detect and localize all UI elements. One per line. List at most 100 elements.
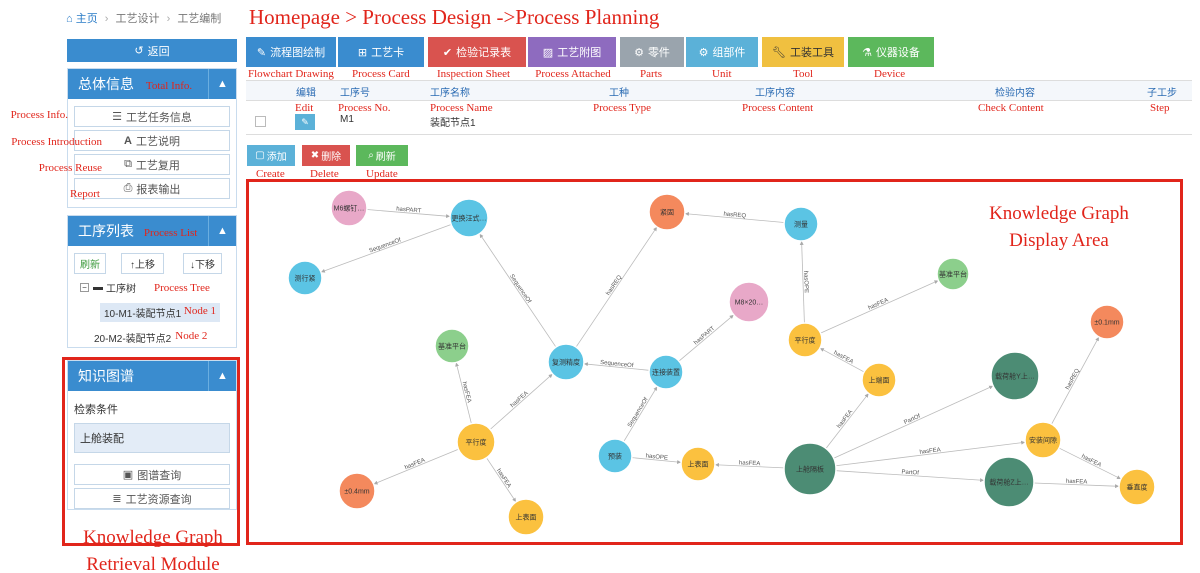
- home-icon[interactable]: ⌂: [66, 13, 73, 25]
- graph-node[interactable]: [547, 343, 585, 381]
- panel-general-en: Total Info.: [145, 80, 193, 92]
- graph-edge: [799, 240, 805, 324]
- gear-icon: ⚙: [634, 46, 644, 59]
- graph-edge-label: hasFEA: [867, 297, 889, 311]
- toolbar-tool-button[interactable]: 🔧︎工装工具: [762, 37, 844, 67]
- annotation-process-introduction: Process Introduction: [11, 136, 102, 148]
- graph-node[interactable]: [434, 328, 470, 364]
- toolbar-attached-drawing-button[interactable]: ▨工艺附图: [528, 37, 616, 67]
- graph-edge: [835, 440, 1026, 467]
- graph-edge-label: hasFEA: [739, 460, 761, 467]
- graph-node[interactable]: [456, 422, 496, 462]
- move-down-button[interactable]: ↓下移: [183, 253, 222, 274]
- collapse-icon[interactable]: ▲: [208, 216, 236, 246]
- annotation-process-reuse: Process Reuse: [38, 162, 102, 174]
- annotation-step: Step: [1150, 102, 1170, 114]
- graph-edge: [486, 457, 517, 503]
- th-edit: 编辑: [296, 88, 316, 99]
- annotation-process-info: Process Info.: [10, 109, 68, 121]
- graph-node[interactable]: [338, 472, 376, 510]
- delete-button[interactable]: ✖删除: [302, 145, 350, 166]
- graph-node[interactable]: [861, 362, 897, 398]
- graph-node[interactable]: [983, 456, 1035, 508]
- graph-node-label: 复测精度: [552, 358, 580, 367]
- collapse-icon[interactable]: ▲: [208, 361, 236, 391]
- search-condition-input[interactable]: 上舱装配: [74, 423, 230, 453]
- graph-node[interactable]: [990, 351, 1040, 401]
- breadcrumb-separator: ›: [104, 13, 109, 25]
- graph-query-button[interactable]: ▣图谱查询: [74, 464, 230, 485]
- refresh-list-button[interactable]: 刷新: [74, 253, 106, 274]
- back-label: 返回: [147, 45, 170, 58]
- graph-edge-label: hasPART: [396, 206, 422, 214]
- graph-node[interactable]: [1089, 304, 1125, 340]
- graph-node[interactable]: [330, 189, 368, 227]
- toolbar-flowchart-button[interactable]: ✎流程图绘制: [246, 37, 336, 67]
- graph-edge-label: hasFEA: [836, 409, 854, 430]
- graph-node[interactable]: [1118, 468, 1156, 506]
- process-reuse-button[interactable]: ⧉工艺复用: [74, 154, 230, 175]
- toolbar-parts-button[interactable]: ⚙零件: [620, 37, 684, 67]
- collapse-icon[interactable]: ▲: [208, 69, 236, 99]
- graph-edge: [479, 233, 557, 348]
- row-checkbox[interactable]: [255, 116, 266, 127]
- toolbar-unit-button[interactable]: ⚙组部件: [686, 37, 758, 67]
- graph-node-label: 测行紧: [295, 274, 316, 283]
- panel-process-list-header[interactable]: 工序列表 Process List ▲: [68, 216, 236, 246]
- graph-node[interactable]: [680, 446, 716, 482]
- table-header-row: [246, 81, 1192, 101]
- panel-kg-header[interactable]: 知识图谱 ▲: [68, 361, 236, 391]
- graph-node-label: 载荷舱Y上…: [995, 372, 1035, 381]
- tree-node-1[interactable]: 10-M1-装配节点1 Node 1: [100, 303, 220, 322]
- graph-node[interactable]: [728, 281, 770, 323]
- th-process-no: 工序号: [340, 88, 370, 99]
- move-up-button[interactable]: ↑上移: [121, 253, 164, 274]
- toolbar-process-card-button[interactable]: ⊞工艺卡: [338, 37, 424, 67]
- breadcrumb-process-design[interactable]: 工艺设计: [115, 13, 160, 25]
- graph-edge-label: hasFEA: [495, 468, 512, 489]
- panel-general-header[interactable]: 总体信息 Total Info. ▲: [68, 69, 236, 99]
- graph-node-label: 上表面: [688, 460, 709, 469]
- annotation-update: Update: [366, 168, 398, 180]
- graph-node[interactable]: [507, 498, 545, 536]
- graph-edge-label: hasREQ: [1065, 368, 1081, 391]
- database-icon: ≣: [112, 493, 122, 505]
- graph-node[interactable]: [449, 198, 489, 238]
- graph-node-label: 上舱隔板: [796, 465, 824, 474]
- graph-edge: [575, 226, 658, 348]
- tree-collapse-icon[interactable]: −: [80, 283, 89, 292]
- graph-node-label: 更换汪式…: [452, 214, 487, 223]
- graph-edge-label: hasFEA: [510, 390, 530, 409]
- graph-node[interactable]: [648, 193, 686, 231]
- resource-query-button[interactable]: ≣工艺资源查询: [74, 488, 230, 509]
- back-button[interactable]: ↺ 返回: [67, 39, 237, 62]
- process-info-button[interactable]: ☰工艺任务信息: [74, 106, 230, 127]
- graph-edge: [684, 211, 785, 223]
- toolbar-inspection-button[interactable]: ✔检验记录表: [428, 37, 526, 67]
- table-row[interactable]: [246, 101, 1192, 135]
- create-button[interactable]: ▢添加: [247, 145, 295, 166]
- graph-node[interactable]: [783, 442, 837, 496]
- graph-node[interactable]: [783, 206, 819, 242]
- tree-root[interactable]: − ▬ 工序树 Process Tree: [68, 278, 236, 297]
- annotation-process-type: Process Type: [593, 102, 651, 114]
- row-edit-button[interactable]: ✎: [295, 114, 315, 130]
- down-arrow-icon: ↓: [190, 260, 195, 271]
- graph-node[interactable]: [1024, 421, 1062, 459]
- report-button[interactable]: ⎙报表输出: [74, 178, 230, 199]
- tree-node-2[interactable]: 20-M2-装配节点2 Node 2: [90, 328, 236, 347]
- breadcrumb-home[interactable]: 主页: [75, 13, 98, 25]
- graph-node-label: ±0.4mm: [344, 489, 369, 496]
- graph-node[interactable]: [787, 322, 823, 358]
- graph-node[interactable]: [287, 260, 323, 296]
- graph-node[interactable]: [936, 257, 970, 291]
- update-button[interactable]: ⌕刷新: [356, 145, 408, 166]
- knowledge-graph-canvas[interactable]: hasPARTSequenceOfhasREQhasOPEhasFEASeque…: [249, 182, 1180, 542]
- graph-node[interactable]: [597, 438, 633, 474]
- toolbar-device-button[interactable]: ⚗仪器设备: [848, 37, 934, 67]
- row-process-no: M1: [340, 114, 354, 125]
- edit-icon: ✎: [301, 117, 309, 127]
- graph-node[interactable]: [648, 354, 684, 390]
